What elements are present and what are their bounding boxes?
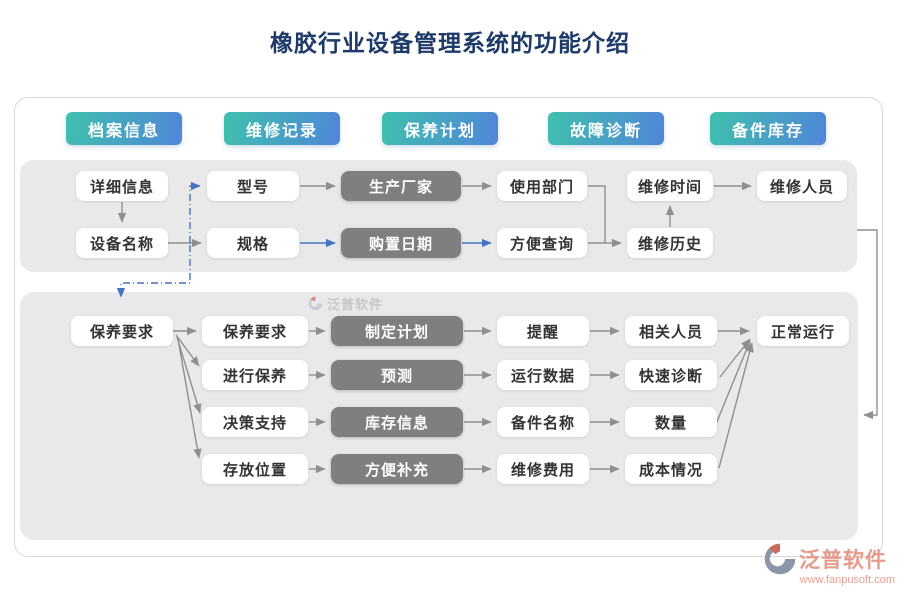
node-repair-history: 维修历史 bbox=[627, 228, 713, 258]
watermark: 泛普软件 bbox=[308, 294, 383, 313]
node-related-staff: 相关人员 bbox=[625, 316, 717, 346]
node-model: 型号 bbox=[207, 171, 299, 201]
node-normal-operation: 正常运行 bbox=[757, 316, 849, 346]
node-cost-status: 成本情况 bbox=[625, 454, 717, 484]
node-device-name: 设备名称 bbox=[76, 228, 168, 258]
node-quantity: 数量 bbox=[625, 407, 717, 437]
node-repair-time: 维修时间 bbox=[627, 171, 713, 201]
node-maintenance-req-hub: 保养要求 bbox=[71, 316, 173, 346]
node-quick-diagnosis: 快速诊断 bbox=[625, 360, 717, 390]
page-title: 橡胶行业设备管理系统的功能介绍 bbox=[270, 30, 630, 57]
tab-fault-diagnosis[interactable]: 故障诊断 bbox=[548, 112, 664, 145]
tab-spare-inventory[interactable]: 备件库存 bbox=[710, 112, 826, 145]
node-use-department: 使用部门 bbox=[497, 171, 587, 201]
footer-logo: 泛普软件 www.fanpusoft.com bbox=[763, 542, 895, 586]
node-repair-staff: 维修人员 bbox=[757, 171, 847, 201]
node-maintenance-req: 保养要求 bbox=[202, 316, 308, 346]
node-do-maintenance: 进行保养 bbox=[202, 360, 308, 390]
node-decision-support: 决策支持 bbox=[202, 407, 308, 437]
watermark-logo-icon bbox=[308, 296, 323, 311]
footer-url-link[interactable]: www.fanpusoft.com bbox=[799, 574, 895, 586]
node-repair-cost: 维修费用 bbox=[497, 454, 589, 484]
node-purchase-date: 购置日期 bbox=[341, 228, 461, 258]
node-spare-name: 备件名称 bbox=[497, 407, 589, 437]
fanpu-logo-icon bbox=[764, 543, 796, 575]
node-easy-replenish: 方便补充 bbox=[331, 454, 463, 484]
watermark-brand: 泛普软件 bbox=[327, 297, 384, 312]
node-forecast: 预测 bbox=[331, 360, 463, 390]
node-make-plan: 制定计划 bbox=[331, 316, 463, 346]
node-detail-info: 详细信息 bbox=[76, 171, 168, 201]
tab-repair-records[interactable]: 维修记录 bbox=[224, 112, 340, 145]
node-spec: 规格 bbox=[207, 228, 299, 258]
node-easy-query: 方便查询 bbox=[497, 228, 587, 258]
node-reminder: 提醒 bbox=[497, 316, 589, 346]
node-inventory-info: 库存信息 bbox=[331, 407, 463, 437]
tab-archive-info[interactable]: 档案信息 bbox=[66, 112, 182, 145]
node-storage-location: 存放位置 bbox=[202, 454, 308, 484]
tab-maintenance-plan[interactable]: 保养计划 bbox=[382, 112, 498, 145]
node-run-data: 运行数据 bbox=[497, 360, 589, 390]
footer-brand-text: 泛普软件 bbox=[799, 547, 887, 572]
node-manufacturer: 生产厂家 bbox=[341, 171, 461, 201]
